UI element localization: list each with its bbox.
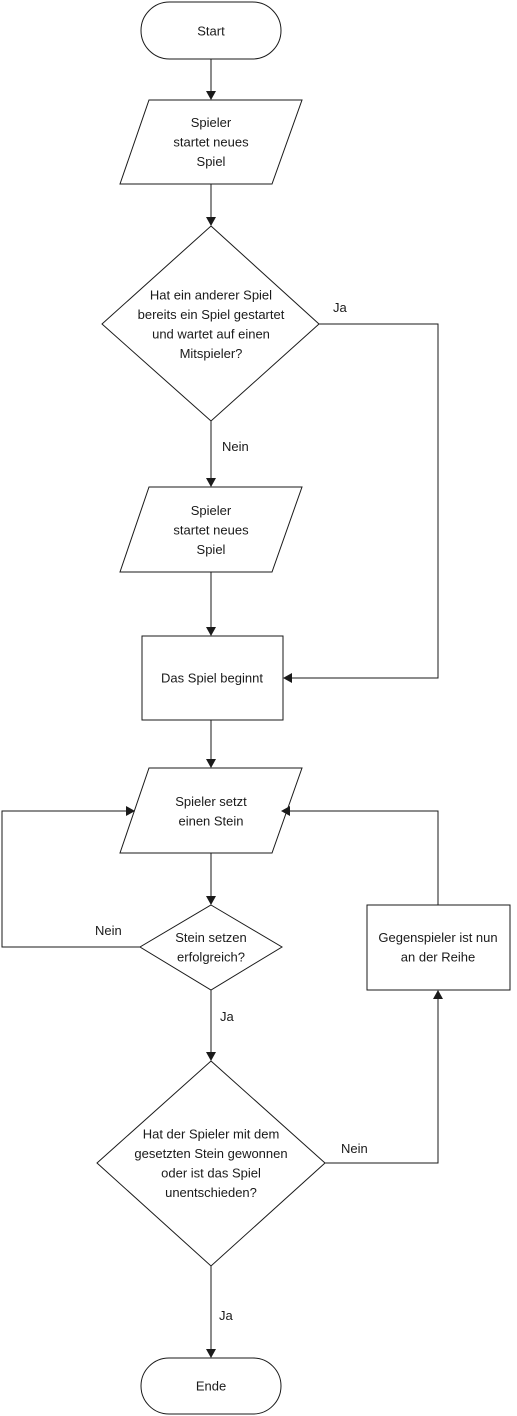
edge-input2-to-begin — [206, 572, 216, 636]
node-label-line: Mitspieler? — [180, 346, 243, 361]
start-label: Start — [197, 24, 225, 39]
decision-stone-placed-label: Stein setzen erfolgreich? — [175, 930, 247, 965]
node-label-line: Spieler setzt — [175, 794, 247, 809]
process-opponent-turn-label: Gegenspieler ist nun an der Reihe — [378, 930, 497, 965]
node-label-line: an der Reihe — [401, 949, 475, 964]
edge-label-d3-no: Nein — [341, 1141, 368, 1156]
edge-label-d1-no: Nein — [222, 439, 249, 454]
node-label-line: startet neues — [173, 135, 249, 150]
node-label-line: erfolgreich? — [177, 949, 245, 964]
node-label-line: gesetzten Stein gewonnen — [134, 1146, 287, 1161]
node-label-line: und wartet auf einen — [152, 326, 270, 341]
node-label-line: Das Spiel beginnt — [161, 671, 263, 686]
node-label-line: Ende — [196, 1379, 226, 1394]
edge-decision3-no — [325, 990, 443, 1164]
node-label-line: Hat der Spieler mit dem — [143, 1126, 280, 1141]
edge-decision1-yes — [283, 323, 439, 683]
node-label-line: einen Stein — [178, 813, 243, 828]
decision-other-player-waiting: Hat ein anderer Spiel bereits ein Spiel g… — [101, 225, 320, 422]
node-label-line: Gegenspieler ist nun — [378, 930, 497, 945]
node-label-line: Stein setzen — [175, 930, 247, 945]
node-label-line: startet neues — [173, 523, 249, 538]
edge-decision3-yes — [206, 1266, 216, 1358]
start-terminator: Start — [140, 1, 282, 60]
decision-game-won-or-draw-label: Hat der Spieler mit dem gesetzten Stein g… — [134, 1126, 287, 1200]
process-opponent-turn: Gegenspieler ist nun an der Reihe — [366, 904, 511, 991]
edge-begin-to-input3 — [206, 720, 216, 768]
node-label-line: Spiel — [197, 154, 226, 169]
decision-other-player-waiting-label: Hat ein anderer Spiel bereits ein Spiel g… — [138, 287, 285, 361]
edge-start-to-input — [206, 59, 216, 100]
end-terminator: Ende — [140, 1357, 282, 1415]
node-label-line: Spieler — [191, 115, 232, 130]
edge-input-to-decision1 — [206, 184, 216, 226]
input-player-places-stone: Spieler setzt einen Stein — [119, 767, 303, 854]
edge-input3-to-decision2 — [206, 853, 216, 905]
node-label-line: Hat ein anderer Spiel — [150, 287, 272, 302]
node-label-line: oder ist das Spiel — [161, 1165, 261, 1180]
node-label-line: Start — [197, 24, 225, 39]
decision-game-won-or-draw: Hat der Spieler mit dem gesetzten Stein g… — [96, 1060, 326, 1267]
input-player-places-stone-label: Spieler setzt einen Stein — [175, 794, 247, 829]
edge-label-d2-no: Nein — [95, 923, 122, 938]
node-label-line: unentschieden? — [165, 1185, 257, 1200]
node-label-line: Spiel — [197, 542, 226, 557]
edge-label-d1-yes: Ja — [333, 300, 348, 315]
end-label: Ende — [196, 1379, 226, 1394]
edge-decision2-yes — [206, 990, 216, 1061]
process-game-begins-label: Das Spiel beginnt — [161, 671, 263, 686]
edge-label-d3-yes: Ja — [219, 1308, 234, 1323]
process-game-begins: Das Spiel beginnt — [141, 635, 284, 721]
decision-stone-placed: Stein setzen erfolgreich? — [139, 904, 283, 991]
node-label-line: Spieler — [191, 503, 232, 518]
node-label-line: bereits ein Spiel gestartet — [138, 307, 285, 322]
edge-label-d2-yes: Ja — [220, 1009, 235, 1024]
edge-decision1-no — [206, 421, 216, 487]
edge-opponent-to-input3 — [281, 806, 439, 905]
edge-decision2-no — [1, 806, 140, 948]
